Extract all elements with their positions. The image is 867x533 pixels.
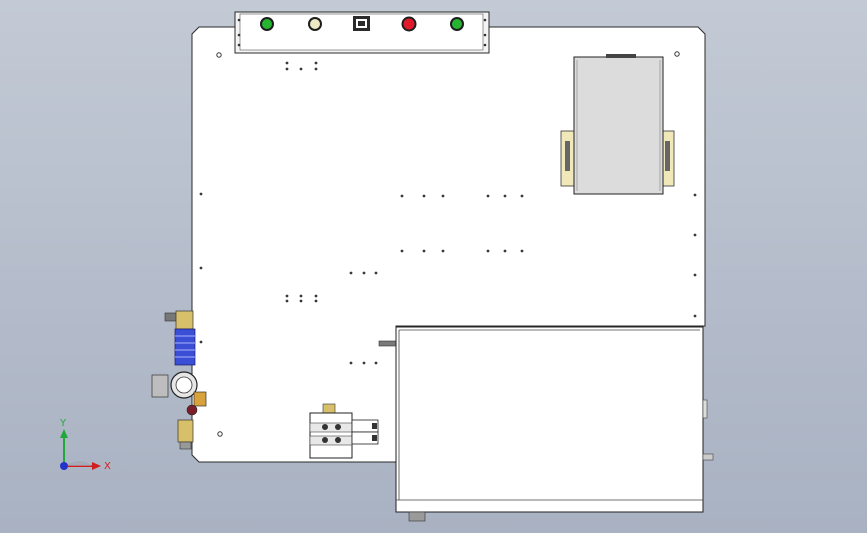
x-axis-label: X	[104, 461, 111, 472]
mounting-holes	[199, 51, 697, 437]
green-indicator-left[interactable]	[260, 17, 274, 31]
valve-manifold[interactable]	[309, 403, 379, 459]
lower-enclosure[interactable]	[395, 326, 714, 522]
selector-switch[interactable]	[353, 16, 370, 31]
coordinate-triad: X Y	[59, 418, 111, 472]
green-indicator-right[interactable]	[450, 17, 464, 31]
electrical-box[interactable]	[560, 54, 675, 195]
white-indicator[interactable]	[308, 17, 322, 31]
control-panel[interactable]	[234, 11, 490, 54]
red-button[interactable]	[401, 16, 417, 32]
y-axis-label: Y	[59, 418, 67, 429]
pressure-regulator[interactable]	[151, 310, 207, 450]
